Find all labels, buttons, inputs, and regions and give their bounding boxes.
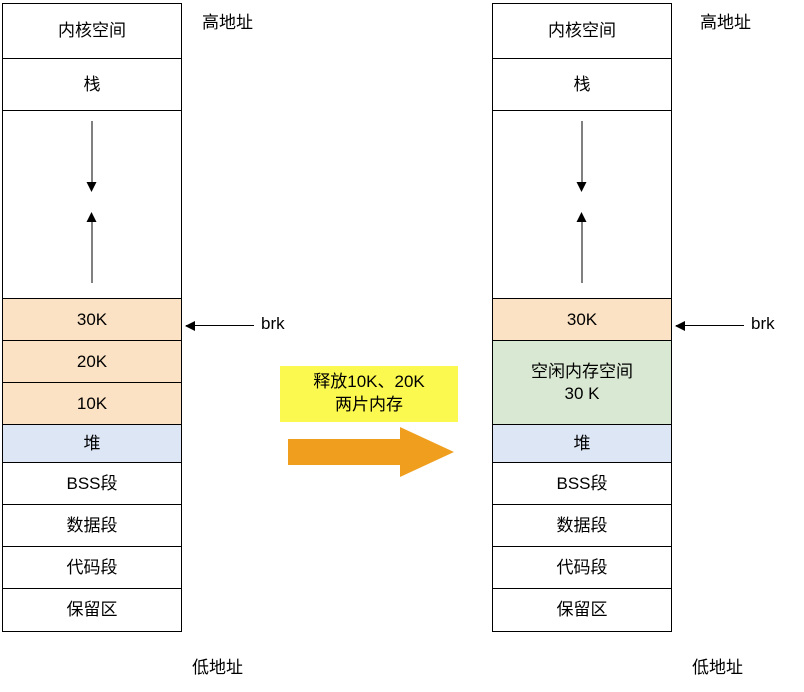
right-low-address-label: 低地址: [692, 658, 743, 677]
right-code-segment-label: 代码段: [556, 557, 608, 577]
left-high-address-label: 高地址: [202, 13, 253, 32]
left-code-segment-label: 代码段: [66, 557, 118, 577]
left-cell-code-segment: 代码段: [3, 547, 181, 589]
left-memory-column: 内核空间 栈 30K 20K 10K 堆 BSS段 数据段 代码段: [2, 3, 182, 632]
right-cell-bss-segment: BSS段: [493, 463, 671, 505]
heap-grow-up-arrow-icon: [576, 212, 587, 283]
left-cell-kernel-space: 内核空间: [3, 4, 181, 59]
left-heap-label: 堆: [83, 433, 101, 453]
transition-note-box: 释放10K、20K 两片内存: [280, 366, 458, 422]
right-brk-label: brk: [751, 314, 775, 333]
left-block-10k-label: 10K: [76, 393, 108, 413]
right-cell-unmapped-gap: [493, 111, 671, 299]
stack-grow-down-arrow-icon: [86, 121, 97, 192]
right-cell-reserved-area: 保留区: [493, 589, 671, 631]
left-cell-bss-segment: BSS段: [3, 463, 181, 505]
left-low-address-label: 低地址: [192, 658, 243, 677]
right-free-memory-label-line1: 空闲内存空间: [531, 362, 633, 382]
right-cell-code-segment: 代码段: [493, 547, 671, 589]
left-cell-stack: 栈: [3, 59, 181, 111]
right-cell-kernel-space: 内核空间: [493, 4, 671, 59]
left-cell-heap: 堆: [3, 425, 181, 463]
transition-note-line2: 两片内存: [335, 395, 403, 414]
left-cell-block-30k: 30K: [3, 299, 181, 341]
left-block-30k-label: 30K: [76, 309, 108, 329]
right-cell-block-30k: 30K: [493, 299, 671, 341]
right-data-segment-label: 数据段: [556, 515, 608, 535]
transition-arrow-icon: [288, 427, 454, 477]
right-bss-segment-label: BSS段: [556, 473, 608, 493]
right-cell-data-segment: 数据段: [493, 505, 671, 547]
left-block-20k-label: 20K: [76, 351, 108, 371]
left-reserved-area-label: 保留区: [66, 600, 118, 620]
heap-grow-up-arrow-icon: [86, 212, 97, 283]
transition-note-line1: 释放10K、20K: [313, 372, 425, 392]
left-brk-arrow-icon: [185, 320, 254, 331]
left-stack-label: 栈: [83, 74, 101, 94]
right-heap-label: 堆: [573, 433, 591, 453]
right-free-memory-label-line2: 30 K: [564, 383, 600, 403]
stack-grow-down-arrow-icon: [576, 121, 587, 192]
left-bss-segment-label: BSS段: [66, 473, 118, 493]
right-cell-heap: 堆: [493, 425, 671, 463]
left-cell-block-10k: 10K: [3, 383, 181, 425]
right-block-30k-label: 30K: [566, 309, 598, 329]
right-stack-label: 栈: [573, 74, 591, 94]
left-cell-block-20k: 20K: [3, 341, 181, 383]
left-brk-label: brk: [261, 314, 285, 333]
right-kernel-space-label: 内核空间: [548, 21, 616, 41]
right-memory-column: 内核空间 栈 30K 空闲内存空间 30 K 堆 BSS段 数据段 代码段 保留…: [492, 3, 672, 632]
right-reserved-area-label: 保留区: [556, 600, 608, 620]
left-cell-unmapped-gap: [3, 111, 181, 299]
right-brk-arrow-icon: [675, 320, 744, 331]
left-cell-data-segment: 数据段: [3, 505, 181, 547]
right-cell-free-memory: 空闲内存空间 30 K: [493, 341, 671, 425]
left-cell-reserved-area: 保留区: [3, 589, 181, 631]
left-data-segment-label: 数据段: [66, 515, 118, 535]
left-kernel-space-label: 内核空间: [58, 21, 126, 41]
right-cell-stack: 栈: [493, 59, 671, 111]
right-high-address-label: 高地址: [700, 13, 751, 32]
